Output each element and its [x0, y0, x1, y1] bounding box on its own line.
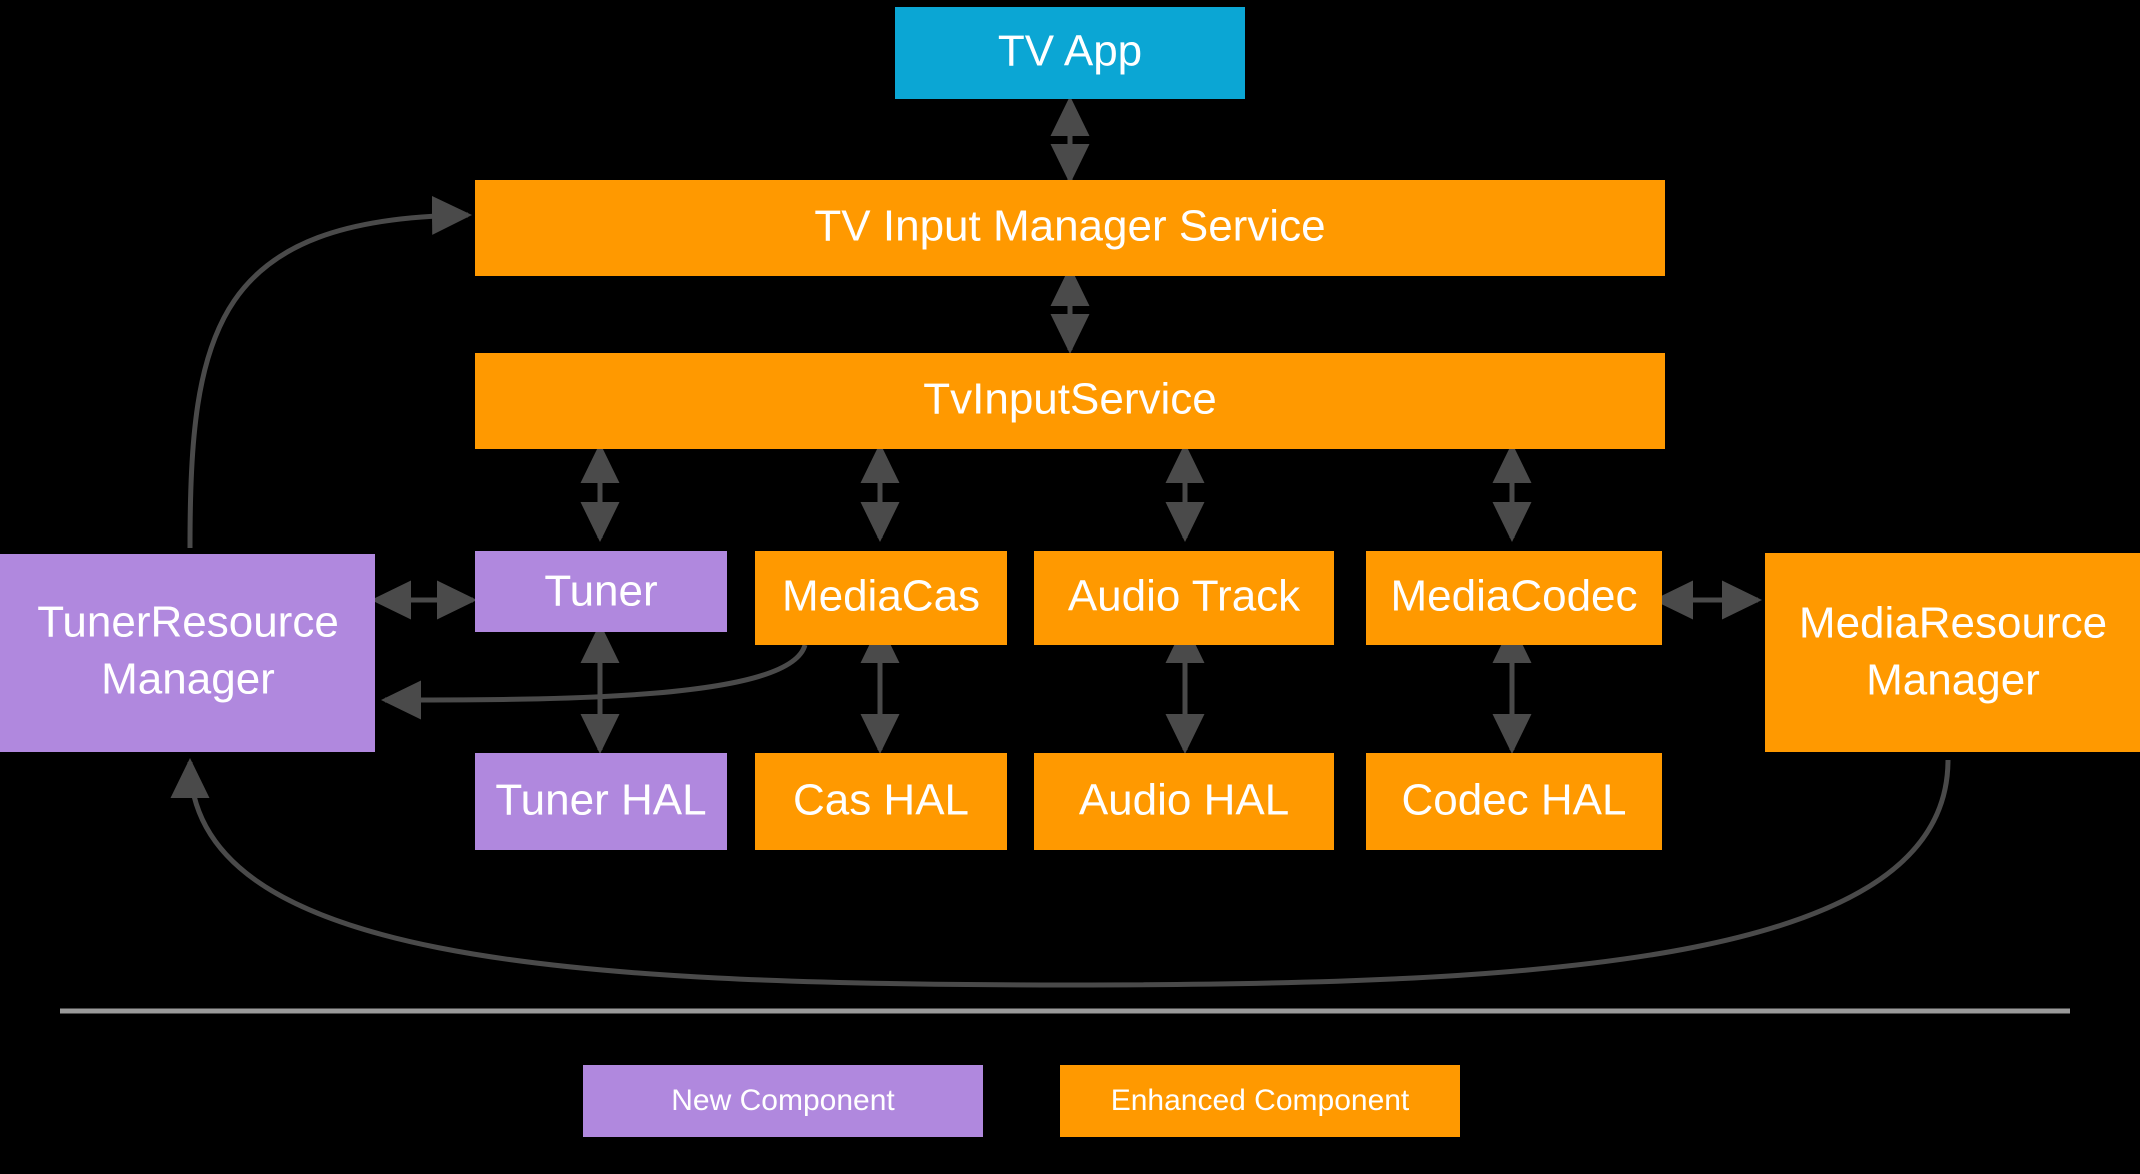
- node-codec-hal-rect[interactable]: [1366, 753, 1662, 850]
- legend-item-new-component[interactable]: New Component: [583, 1065, 983, 1137]
- legend-item-enhanced-component[interactable]: Enhanced Component: [1060, 1065, 1460, 1137]
- connector-tunerresourcemanager-to-tvinputmanagerservice-curve: [187, 195, 472, 549]
- node-tuner-resource-manager-label-line2: Manager: [101, 655, 275, 704]
- node-media-resource-manager[interactable]: MediaResource Manager: [1765, 553, 2140, 752]
- node-cas-hal-rect[interactable]: [755, 753, 1007, 850]
- node-audio-hal[interactable]: Audio HAL: [1034, 753, 1334, 850]
- node-tv-input-service[interactable]: TvInputService: [475, 353, 1665, 449]
- node-media-resource-manager-label-line1: MediaResource: [1799, 599, 2107, 648]
- node-audio-track[interactable]: Audio Track: [1034, 551, 1334, 645]
- node-tuner-resource-manager-label-line1: TunerResource: [37, 598, 339, 647]
- connector-mediaresourcemanager-to-tunerresourcemanager-curve: [170, 758, 1951, 988]
- node-tv-input-manager-service-label: TV Input Manager Service: [814, 202, 1325, 251]
- legend-label-enhanced-component: Enhanced Component: [1111, 1084, 1410, 1117]
- node-tuner[interactable]: Tuner: [475, 551, 727, 632]
- node-tuner-resource-manager[interactable]: TunerResource Manager: [0, 554, 375, 752]
- connector-mediacas-to-tunerresourcemanager-curve: [380, 644, 808, 720]
- node-tuner-rect[interactable]: [475, 551, 727, 632]
- node-media-cas-label: MediaCas: [782, 572, 980, 621]
- node-audio-track-label: Audio Track: [1068, 572, 1301, 621]
- node-tv-input-service-label: TvInputService: [923, 375, 1216, 424]
- node-media-cas[interactable]: MediaCas: [755, 551, 1007, 645]
- node-audio-hal-label: Audio HAL: [1079, 776, 1289, 825]
- node-cas-hal-label: Cas HAL: [793, 776, 969, 825]
- node-media-codec-rect[interactable]: [1366, 551, 1662, 645]
- node-media-cas-rect[interactable]: [755, 551, 1007, 645]
- node-tv-input-manager-service-rect[interactable]: [475, 180, 1665, 276]
- node-codec-hal[interactable]: Codec HAL: [1366, 753, 1662, 850]
- node-tv-app-rect[interactable]: [895, 7, 1245, 99]
- node-tv-app[interactable]: TV App: [895, 7, 1245, 99]
- node-tv-input-service-rect[interactable]: [475, 353, 1665, 449]
- node-cas-hal[interactable]: Cas HAL: [755, 753, 1007, 850]
- legend-label-new-component: New Component: [671, 1084, 895, 1117]
- node-tuner-label: Tuner: [544, 567, 657, 616]
- node-media-codec-label: MediaCodec: [1390, 572, 1637, 621]
- node-tuner-hal-label: Tuner HAL: [495, 776, 706, 825]
- node-audio-hal-rect[interactable]: [1034, 753, 1334, 850]
- node-codec-hal-label: Codec HAL: [1401, 776, 1626, 825]
- node-tuner-resource-manager-rect[interactable]: [0, 554, 375, 752]
- legend: New Component Enhanced Component: [583, 1065, 1460, 1137]
- node-tuner-hal-rect[interactable]: [475, 753, 727, 850]
- legend-swatch-enhanced-component: [1060, 1065, 1460, 1137]
- legend-swatch-new-component: [583, 1065, 983, 1137]
- node-tv-app-label: TV App: [998, 27, 1142, 76]
- connector-layer: [170, 96, 1951, 988]
- node-tuner-hal[interactable]: Tuner HAL: [475, 753, 727, 850]
- node-tv-input-manager-service[interactable]: TV Input Manager Service: [475, 180, 1665, 276]
- node-audio-track-rect[interactable]: [1034, 551, 1334, 645]
- node-media-codec[interactable]: MediaCodec: [1366, 551, 1662, 645]
- node-media-resource-manager-label-line2: Manager: [1866, 656, 2040, 705]
- node-media-resource-manager-rect[interactable]: [1765, 553, 2140, 752]
